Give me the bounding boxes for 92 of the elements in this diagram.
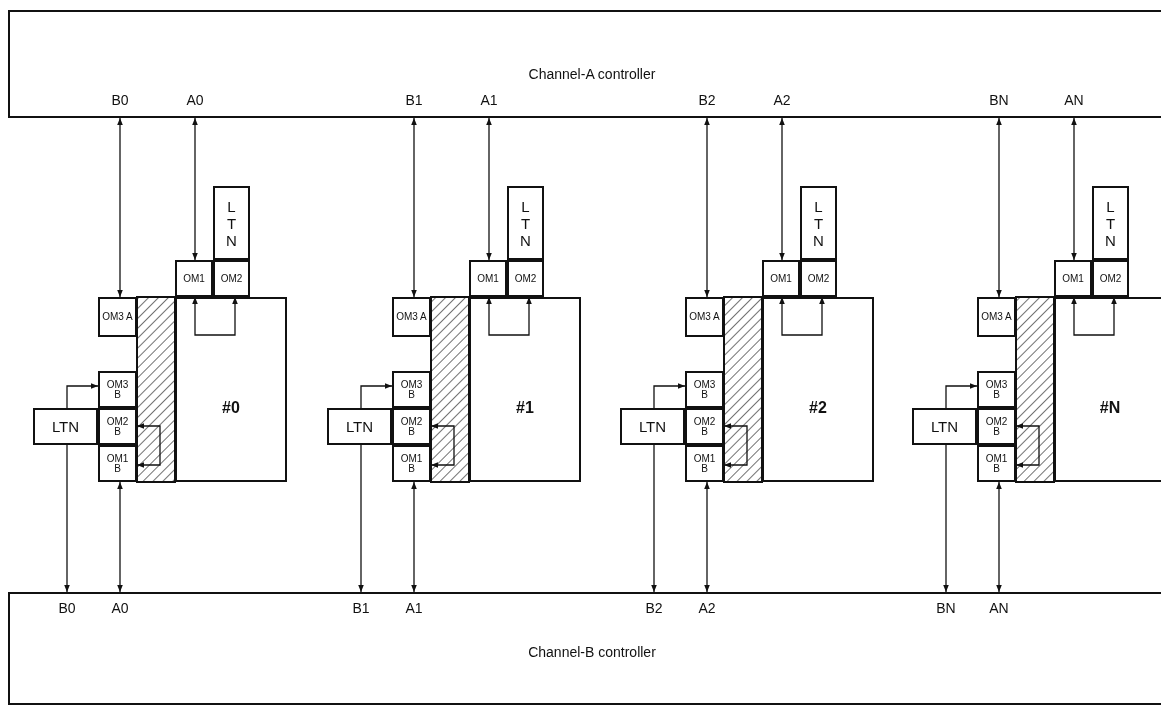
module-block: OM2 B <box>977 408 1016 445</box>
arrow <box>779 296 803 336</box>
signal-label: B1 <box>405 92 423 108</box>
controller-label: Channel-A controller <box>528 66 656 82</box>
module-block: OM3 B <box>392 371 431 408</box>
arrow <box>66 383 99 409</box>
arrow <box>704 117 710 298</box>
unit-number: #2 <box>809 399 827 417</box>
module-block: OM2 B <box>685 408 724 445</box>
module-block: OM1 <box>175 260 213 297</box>
signal-label: BN <box>989 92 1009 108</box>
module-block: OM2 B <box>98 408 137 445</box>
arrow <box>117 117 123 298</box>
controller-label: Channel-B controller <box>528 644 656 660</box>
signal-label: A2 <box>698 600 716 616</box>
module-block: OM1 <box>469 260 507 297</box>
module-block: LTN <box>800 186 837 260</box>
unit-box <box>1054 297 1161 482</box>
signal-label: A1 <box>480 92 498 108</box>
signal-label: A2 <box>773 92 791 108</box>
arrow <box>64 444 70 593</box>
arrow <box>1071 117 1077 261</box>
module-block: OM1 B <box>977 445 1016 482</box>
module-block: OM2 <box>507 260 544 297</box>
arrow <box>486 296 510 336</box>
arrow <box>486 117 492 261</box>
arrow <box>996 117 1002 298</box>
module-block: OM1 <box>1054 260 1092 297</box>
module-block: OM1 B <box>685 445 724 482</box>
module-block: OM3 B <box>685 371 724 408</box>
arrow <box>996 481 1002 593</box>
arrow <box>651 444 657 593</box>
arrow <box>653 383 686 409</box>
arrow <box>411 481 417 593</box>
module-block: OM2 B <box>392 408 431 445</box>
signal-label: AN <box>1064 92 1084 108</box>
arrow <box>801 296 825 336</box>
module-block: LTN <box>912 408 977 445</box>
unit-number: #0 <box>222 399 240 417</box>
arrow <box>1015 423 1040 468</box>
arrow <box>358 444 364 593</box>
signal-label: B2 <box>698 92 716 108</box>
signal-label: A1 <box>405 600 423 616</box>
arrow <box>214 296 238 336</box>
module-block: OM1 B <box>392 445 431 482</box>
arrow <box>704 481 710 593</box>
arrow <box>1071 296 1095 336</box>
unit-number: #1 <box>516 399 534 417</box>
module-block: OM2 <box>1092 260 1129 297</box>
signal-label: A0 <box>186 92 204 108</box>
arrow <box>411 117 417 298</box>
module-block: OM2 <box>213 260 250 297</box>
arrow <box>723 423 748 468</box>
signal-label: B0 <box>58 600 76 616</box>
module-block: OM3 A <box>977 297 1016 337</box>
arrow <box>430 423 455 468</box>
arrow <box>136 423 161 468</box>
arrow <box>508 296 532 336</box>
module-block: LTN <box>33 408 98 445</box>
module-block: LTN <box>213 186 250 260</box>
arrow <box>192 117 198 261</box>
controller-box <box>8 592 1161 705</box>
signal-label: B2 <box>645 600 663 616</box>
module-block: LTN <box>1092 186 1129 260</box>
arrow <box>192 296 216 336</box>
arrow <box>779 117 785 261</box>
arrow <box>943 444 949 593</box>
controller-box <box>8 10 1161 118</box>
arrow <box>360 383 393 409</box>
arrow <box>117 481 123 593</box>
module-block: OM1 B <box>98 445 137 482</box>
module-block: OM2 <box>800 260 837 297</box>
module-block: OM3 A <box>685 297 724 337</box>
module-block: OM3 B <box>98 371 137 408</box>
module-block: LTN <box>327 408 392 445</box>
unit-box <box>175 297 287 482</box>
module-block: LTN <box>620 408 685 445</box>
arrow <box>1093 296 1117 336</box>
signal-label: B1 <box>352 600 370 616</box>
signal-label: B0 <box>111 92 129 108</box>
module-block: LTN <box>507 186 544 260</box>
arrow <box>945 383 978 409</box>
signal-label: A0 <box>111 600 129 616</box>
module-block: OM3 A <box>392 297 431 337</box>
unit-number: #N <box>1099 399 1121 417</box>
module-block: OM1 <box>762 260 800 297</box>
unit-box <box>469 297 581 482</box>
module-block: OM3 B <box>977 371 1016 408</box>
signal-label: BN <box>936 600 956 616</box>
module-block: OM3 A <box>98 297 137 337</box>
signal-label: AN <box>989 600 1009 616</box>
unit-box <box>762 297 874 482</box>
